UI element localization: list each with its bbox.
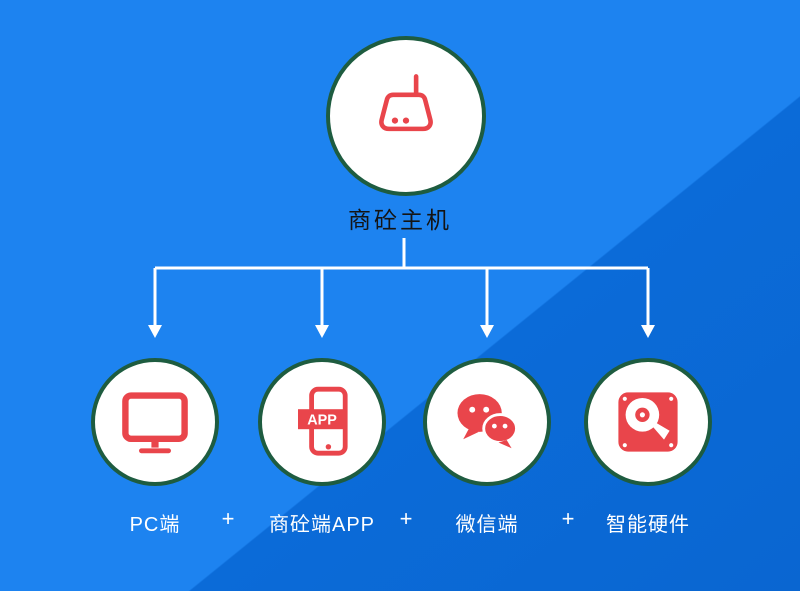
arrowhead-icon — [148, 325, 162, 338]
node-hardware-label: 智能硬件 — [606, 514, 690, 536]
node-app-label: 商砼端APP — [268, 514, 376, 536]
node-wechat — [423, 358, 551, 486]
app-badge-text: APP — [307, 412, 337, 428]
host-device-icon — [379, 74, 433, 132]
plus-separator: + — [561, 506, 575, 531]
hard-drive-icon — [618, 392, 678, 452]
wechat-icon — [457, 394, 518, 449]
pc-monitor-icon — [122, 392, 188, 454]
plus-separator: + — [221, 506, 235, 531]
plus-separator: + — [399, 506, 413, 531]
arrowhead-icon — [480, 325, 494, 338]
node-hardware — [584, 358, 712, 486]
root-node — [326, 36, 486, 196]
arrowhead-icon — [315, 325, 329, 338]
node-wechat-label: 微信端 — [455, 514, 519, 536]
root-node-label: 商砼主机 — [348, 207, 452, 233]
node-app: APP — [258, 358, 386, 486]
node-pc — [91, 358, 219, 486]
arrowhead-icon — [641, 325, 655, 338]
node-pc-label: PC端 — [129, 514, 181, 536]
app-phone-icon: APP — [298, 386, 348, 456]
